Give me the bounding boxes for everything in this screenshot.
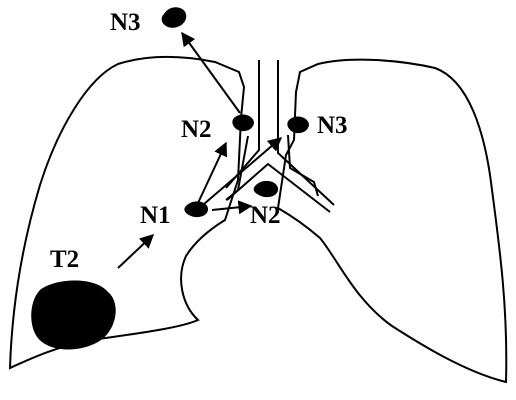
label-n2-bottom: N2 (250, 202, 281, 229)
label-n3-top: N3 (110, 9, 141, 36)
node-n2-subcarinal (253, 180, 279, 198)
node-n3-top (161, 7, 187, 28)
left-lung-outline (276, 58, 508, 384)
label-t2: T2 (50, 246, 79, 273)
arrow-n1-to-n3-right (203, 137, 283, 205)
left-bronchus-wall (287, 134, 319, 197)
arrow-n1-to-n2-left (197, 141, 228, 204)
left-main-bronchus (226, 162, 331, 213)
node-n2-left (232, 114, 254, 132)
node-n3-right (287, 116, 309, 134)
node-n1 (184, 201, 209, 218)
right-bronchus-wall (225, 135, 249, 201)
label-n1: N1 (140, 202, 171, 229)
arrow-n1-to-n2-subcarinal (211, 200, 253, 215)
label-n3-right: N3 (317, 112, 348, 139)
label-n2-left: N2 (181, 116, 212, 143)
tumor-t2-mass (31, 280, 116, 350)
right-lung-outline (8, 56, 246, 370)
arrow-t2-to-n1 (117, 234, 155, 269)
arrow-n2-to-n3-top (181, 31, 241, 114)
